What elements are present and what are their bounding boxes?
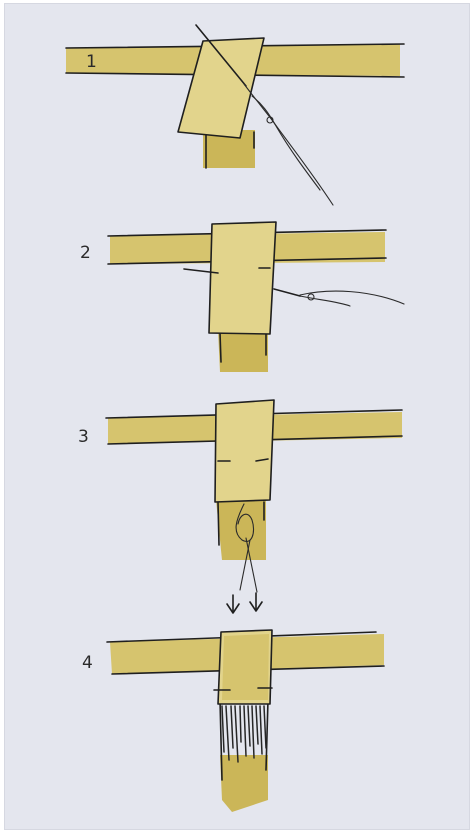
step-1-label: 1 xyxy=(86,52,97,72)
step-3-wrap xyxy=(215,400,274,502)
step-4-fringe xyxy=(222,706,266,762)
step-4-post xyxy=(220,755,268,812)
down-arrows xyxy=(227,593,262,613)
step-1-drawing xyxy=(66,25,404,205)
step-3-label: 3 xyxy=(78,427,89,447)
step-2-label: 2 xyxy=(80,243,91,263)
step-2-wrap xyxy=(209,222,276,334)
step-4-drawing xyxy=(107,630,384,812)
step-1-cord xyxy=(244,84,333,205)
step-3-drawing xyxy=(106,400,402,592)
step-2-post xyxy=(218,330,268,372)
step-2-drawing xyxy=(108,222,404,372)
step-4-label: 4 xyxy=(82,653,93,673)
